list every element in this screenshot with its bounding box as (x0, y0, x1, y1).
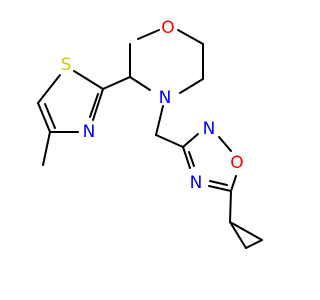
oxadiazole-ring (182, 133, 237, 192)
bond (155, 134, 184, 148)
thiazole-ring (37, 70, 131, 166)
thiazole-sulfur-label: S (61, 55, 72, 75)
bond (230, 175, 237, 192)
bond (37, 74, 61, 104)
bond (129, 76, 151, 91)
thiazole-nitrogen-label: N (83, 122, 96, 142)
bond (155, 105, 164, 136)
morpholine-oxygen-label: O (161, 18, 174, 38)
bond (188, 151, 195, 167)
bond (209, 180, 228, 186)
bond (182, 146, 191, 169)
molecule-structure-diagram: O N S N N O N (37, 18, 263, 249)
bond (89, 93, 99, 118)
morpholine-ring (129, 29, 204, 94)
oxadiazole-oxygen-label: O (230, 153, 243, 173)
bond (229, 221, 263, 241)
bond (208, 185, 232, 192)
bond (102, 76, 131, 90)
morpholine-nitrogen-label: N (159, 88, 172, 108)
cyclopropyl-group (229, 190, 263, 249)
bond (218, 136, 232, 152)
oxadiazole-nitrogen-4-label: N (190, 173, 203, 193)
bond (245, 239, 263, 249)
bond (73, 70, 104, 90)
bond (177, 29, 204, 45)
oxadiazole-nitrogen-2-label: N (203, 119, 216, 139)
bond (182, 133, 199, 148)
bond (92, 88, 104, 121)
bond (137, 29, 160, 40)
bond (229, 221, 247, 249)
bond (179, 78, 204, 94)
methylene-linker (155, 105, 184, 148)
bond (44, 103, 56, 129)
bond (42, 131, 51, 166)
bond (229, 190, 232, 223)
bond (37, 102, 51, 133)
